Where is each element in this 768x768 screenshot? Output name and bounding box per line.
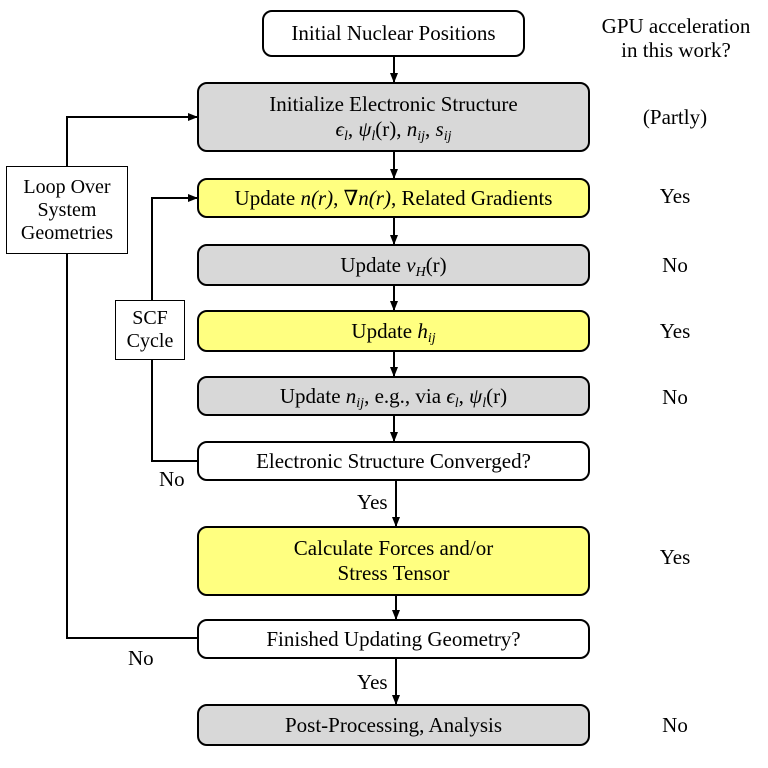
gpu-update-vh: No xyxy=(662,253,688,277)
forces-line-2: Stress Tensor xyxy=(337,561,450,585)
geometry-loop-label-box: Loop Over System Geometries xyxy=(6,166,128,254)
gpu-forces: Yes xyxy=(659,545,691,569)
update-density-label: Update n(r), ∇n(r), Related Gradients xyxy=(234,185,553,210)
init-es-formula: ϵl, ψl(r), nij, sij xyxy=(335,117,452,144)
finished-no-label: No xyxy=(128,646,154,670)
initial-positions-label: Initial Nuclear Positions xyxy=(291,21,496,45)
converged-yes-label: Yes xyxy=(357,490,388,514)
gpu-update-density: Yes xyxy=(659,184,691,208)
geometry-loop-line-1: Loop Over xyxy=(23,175,111,198)
gpu-init-es: (Partly) xyxy=(642,105,708,129)
gpu-header-line-1: GPU acceleration xyxy=(601,14,751,38)
update-h-box: Update hij xyxy=(197,310,590,352)
gpu-update-nij: No xyxy=(662,385,688,409)
gpu-column-header: GPU acceleration in this work? xyxy=(586,14,766,62)
update-density-box: Update n(r), ∇n(r), Related Gradients xyxy=(197,178,590,218)
init-electronic-structure-box: Initialize Electronic Structure ϵl, ψl(r… xyxy=(197,82,590,152)
converged-label: Electronic Structure Converged? xyxy=(256,448,531,473)
geometry-loop-line-3: Geometries xyxy=(20,221,114,244)
calculate-forces-box: Calculate Forces and/or Stress Tensor xyxy=(197,526,590,596)
gpu-header-line-2: in this work? xyxy=(621,38,731,62)
finished-geometry-decision-box: Finished Updating Geometry? xyxy=(197,619,590,659)
scf-cycle-label-box: SCF Cycle xyxy=(115,300,185,360)
finished-yes-label: Yes xyxy=(357,670,388,694)
initial-positions-box: Initial Nuclear Positions xyxy=(262,10,525,57)
finished-label: Finished Updating Geometry? xyxy=(266,626,521,651)
forces-line-1: Calculate Forces and/or xyxy=(293,536,494,560)
gpu-update-h: Yes xyxy=(659,319,691,343)
update-vh-label: Update vH(r) xyxy=(340,252,447,280)
scf-line-1: SCF xyxy=(132,307,168,329)
update-nij-box: Update nij, e.g., via ϵl, ψl(r) xyxy=(197,376,590,416)
init-es-title: Initialize Electronic Structure xyxy=(269,92,518,116)
gpu-post: No xyxy=(662,713,688,737)
update-nij-label: Update nij, e.g., via ϵl, ψl(r) xyxy=(279,383,508,411)
geometry-loop-line-2: System xyxy=(37,198,97,221)
update-vh-box: Update vH(r) xyxy=(197,244,590,286)
geometry-loop-arrow xyxy=(66,113,198,639)
scf-line-2: Cycle xyxy=(126,330,174,352)
post-processing-box: Post-Processing, Analysis xyxy=(197,704,590,746)
post-processing-label: Post-Processing, Analysis xyxy=(284,712,502,737)
update-h-label: Update hij xyxy=(351,318,436,346)
converged-decision-box: Electronic Structure Converged? xyxy=(197,441,590,481)
converged-no-label: No xyxy=(159,467,185,491)
